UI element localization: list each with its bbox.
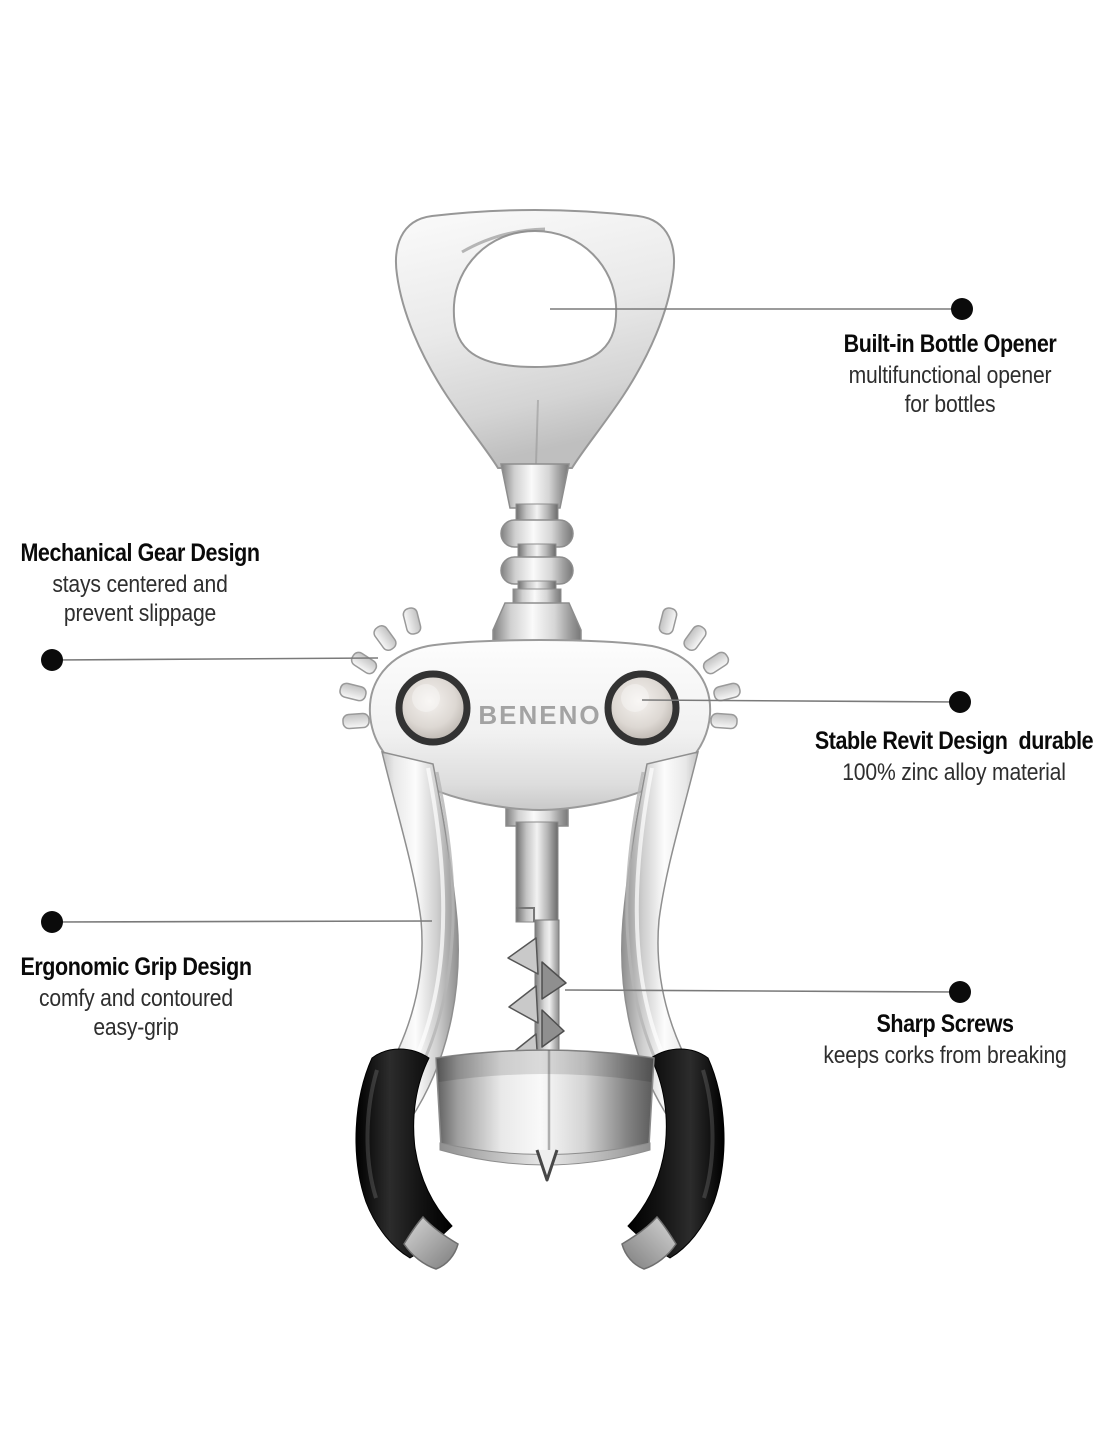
callout-subtitle: comfy and contoured <box>39 985 233 1012</box>
callout-line-screws <box>564 989 961 993</box>
handle-seam <box>535 399 539 465</box>
callout-dot-grip <box>41 911 63 933</box>
callout-subtitle: keeps corks from breaking <box>823 1042 1067 1069</box>
callout-dots <box>41 298 973 1003</box>
callout-subtitle: stays centered and <box>52 571 228 598</box>
callout-dot-bottle-opener <box>951 298 973 320</box>
screw-flange <box>541 961 567 1000</box>
callout-line-rivet <box>641 699 961 703</box>
callout-dot-gear <box>41 649 63 671</box>
callout-subtitle: for bottles <box>904 391 996 418</box>
callout-title: Ergonomic Grip Design <box>20 953 252 981</box>
gear-teeth-right <box>658 607 741 730</box>
callout-bottle-opener: Built-in Bottle Opener multifunctional o… <box>795 327 1105 419</box>
callout-rivet: Stable Revit Design durable 100% zinc al… <box>788 724 1120 787</box>
callout-title: Sharp Screws <box>876 1010 1014 1038</box>
callout-line-gear <box>51 657 379 661</box>
screw-flange <box>508 985 539 1024</box>
ridged-stem <box>492 503 582 651</box>
grip-left <box>355 1048 453 1259</box>
arm-right <box>621 750 709 1122</box>
screw-flange <box>541 1009 565 1048</box>
shaft-notch <box>516 907 535 922</box>
callout-title: Stable Revit Design durable <box>814 727 1094 755</box>
callout-title: Built-in Bottle Opener <box>843 330 1057 358</box>
callout-lines <box>51 308 962 993</box>
callout-subtitle: 100% zinc alloy material <box>842 759 1066 786</box>
handle-hole-shadow <box>461 227 546 254</box>
leg-tip-left <box>403 1215 459 1270</box>
corkscrew-screw <box>505 771 569 1067</box>
callout-dot-rivet <box>949 691 971 713</box>
screw-flange <box>507 937 539 975</box>
brand-logo: BENENO <box>478 700 601 730</box>
callout-gear: Mechanical Gear Design stays centered an… <box>0 536 280 628</box>
rivet-right <box>604 670 680 746</box>
leg-tip-right <box>621 1215 677 1270</box>
callout-subtitle: easy-grip <box>93 1014 179 1041</box>
handle-neck <box>500 463 570 509</box>
callout-grip: Ergonomic Grip Design comfy and contoure… <box>0 950 272 1042</box>
screw-tip <box>535 1149 559 1182</box>
callout-dot-screws <box>949 981 971 1003</box>
callout-line-grip <box>51 920 433 923</box>
grip-right <box>621 1048 725 1270</box>
callout-screws: Sharp Screws keeps corks from breaking <box>790 1007 1100 1070</box>
rivet-left <box>395 670 471 746</box>
bell-cap <box>435 1049 655 1182</box>
bottle-opener-handle <box>395 209 675 469</box>
callout-subtitle: prevent slippage <box>63 600 217 627</box>
callout-title: Mechanical Gear Design <box>20 539 260 567</box>
callout-subtitle: multifunctional opener <box>848 362 1052 389</box>
